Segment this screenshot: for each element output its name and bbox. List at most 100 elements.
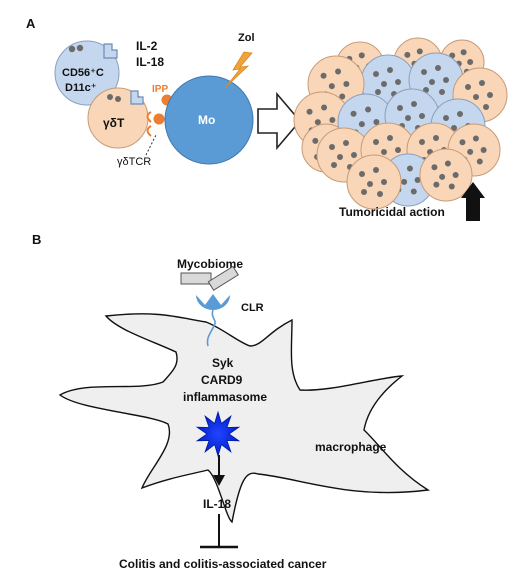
cell-dot — [439, 89, 445, 95]
cytokine-il18: IL-18 — [136, 55, 164, 69]
panel-b-label: B — [32, 232, 41, 247]
tcr-label: γδTCR — [117, 156, 151, 168]
zol-label: Zol — [238, 32, 255, 44]
cell-dot — [472, 135, 479, 142]
syk-label: Syk — [212, 356, 234, 370]
cell-dot — [435, 65, 441, 71]
mo-label: Mo — [198, 113, 215, 127]
orange-cell — [346, 154, 402, 210]
cell-dot — [467, 148, 474, 155]
cell-dot — [339, 93, 346, 100]
cell-dot — [411, 101, 417, 107]
receptor-icon — [103, 43, 118, 59]
cell-dot — [365, 106, 372, 113]
cell-dot — [444, 160, 451, 167]
cell-dot — [351, 152, 357, 158]
cell-dot — [465, 84, 471, 90]
il18-label: IL-18 — [203, 497, 231, 511]
result-label: Tumoricidal action — [339, 205, 445, 219]
cell-dot — [459, 139, 466, 146]
lightning-icon — [224, 51, 253, 89]
cell-dot — [381, 81, 387, 87]
tcr-cup-icon — [146, 111, 152, 123]
cell-dot — [419, 113, 425, 119]
cell-dot — [452, 172, 459, 178]
cell-dot — [429, 79, 435, 85]
cell-dot — [328, 83, 335, 90]
cell-dot — [373, 139, 379, 145]
cell-dot — [329, 144, 335, 150]
cytokine-il2: IL-2 — [136, 39, 158, 53]
cell-dot — [367, 181, 373, 187]
clr-receptor — [196, 294, 230, 347]
cell-dot — [358, 52, 365, 59]
cell-dot — [401, 178, 408, 185]
gamma-delta-t-cell: γδT — [87, 87, 152, 149]
cell-dot — [306, 108, 313, 115]
cell-dot — [321, 104, 328, 111]
cell-dot — [373, 167, 379, 173]
cell-dot — [443, 115, 449, 121]
cell-dot — [395, 79, 401, 85]
cell-dot — [406, 165, 413, 172]
gdt-label: γδT — [103, 116, 125, 130]
cell-dot — [375, 89, 381, 95]
cell-dot — [423, 87, 429, 93]
cell-dot — [395, 147, 401, 153]
dc-line-2: D11c⁺ — [65, 82, 97, 94]
cell-dot — [443, 77, 449, 83]
cell-dot — [480, 147, 487, 153]
cell-dot — [410, 188, 417, 195]
cell-dot — [439, 173, 446, 180]
cell-dot — [405, 115, 411, 121]
cell-dot — [451, 125, 457, 131]
cell-dot — [397, 105, 403, 111]
cell-dot — [373, 119, 380, 125]
cell-dot — [387, 67, 393, 73]
cell-dot — [419, 139, 425, 145]
cell-dot — [421, 69, 427, 75]
cell-dot — [433, 181, 440, 188]
outcome-label: Colitis and colitis-associated cancer — [119, 557, 327, 571]
tumor-cell-cluster — [293, 37, 508, 210]
cell-dot — [457, 111, 463, 117]
cell-dot — [473, 94, 479, 100]
cell-dot — [343, 81, 350, 87]
panel-a-label: A — [26, 16, 36, 31]
cell-dot — [476, 158, 483, 165]
cell-dot — [479, 80, 485, 86]
dc-line-1: CD56⁺C — [62, 67, 104, 79]
card9-label: CARD9 — [201, 373, 243, 387]
cell-dot — [414, 177, 421, 183]
mycobiome-hyphae — [180, 265, 239, 291]
orange-cell — [419, 148, 473, 202]
cell-dot — [320, 72, 327, 79]
macrophage-cell — [58, 313, 431, 524]
cell-dot — [335, 68, 342, 75]
cell-dot — [467, 59, 474, 65]
cell-dot — [337, 154, 343, 160]
cell-dot — [314, 119, 321, 126]
cell-dot — [381, 179, 387, 185]
cell-dot — [312, 137, 319, 144]
cell-dot — [404, 51, 411, 58]
cell-dot — [350, 110, 357, 117]
dendritic-cell: CD56⁺C D11c⁺ — [54, 40, 120, 106]
cell-dot — [431, 164, 438, 171]
cell-dot — [448, 183, 455, 190]
ipp-dot — [153, 113, 165, 125]
macrophage-label: macrophage — [315, 440, 387, 454]
monocyte: Mo — [164, 75, 254, 165]
cell-dot — [487, 92, 493, 98]
cell-dot — [460, 49, 467, 56]
cell-dot — [359, 171, 365, 177]
cell-dot — [377, 191, 383, 197]
cell-dot — [381, 149, 387, 155]
cell-dot — [433, 135, 439, 141]
cell-dot — [483, 104, 489, 110]
cell-dot — [331, 162, 337, 168]
cell-dot — [373, 71, 379, 77]
mycobiome-label: Mycobiome — [177, 257, 243, 271]
cell-dot — [416, 48, 423, 55]
